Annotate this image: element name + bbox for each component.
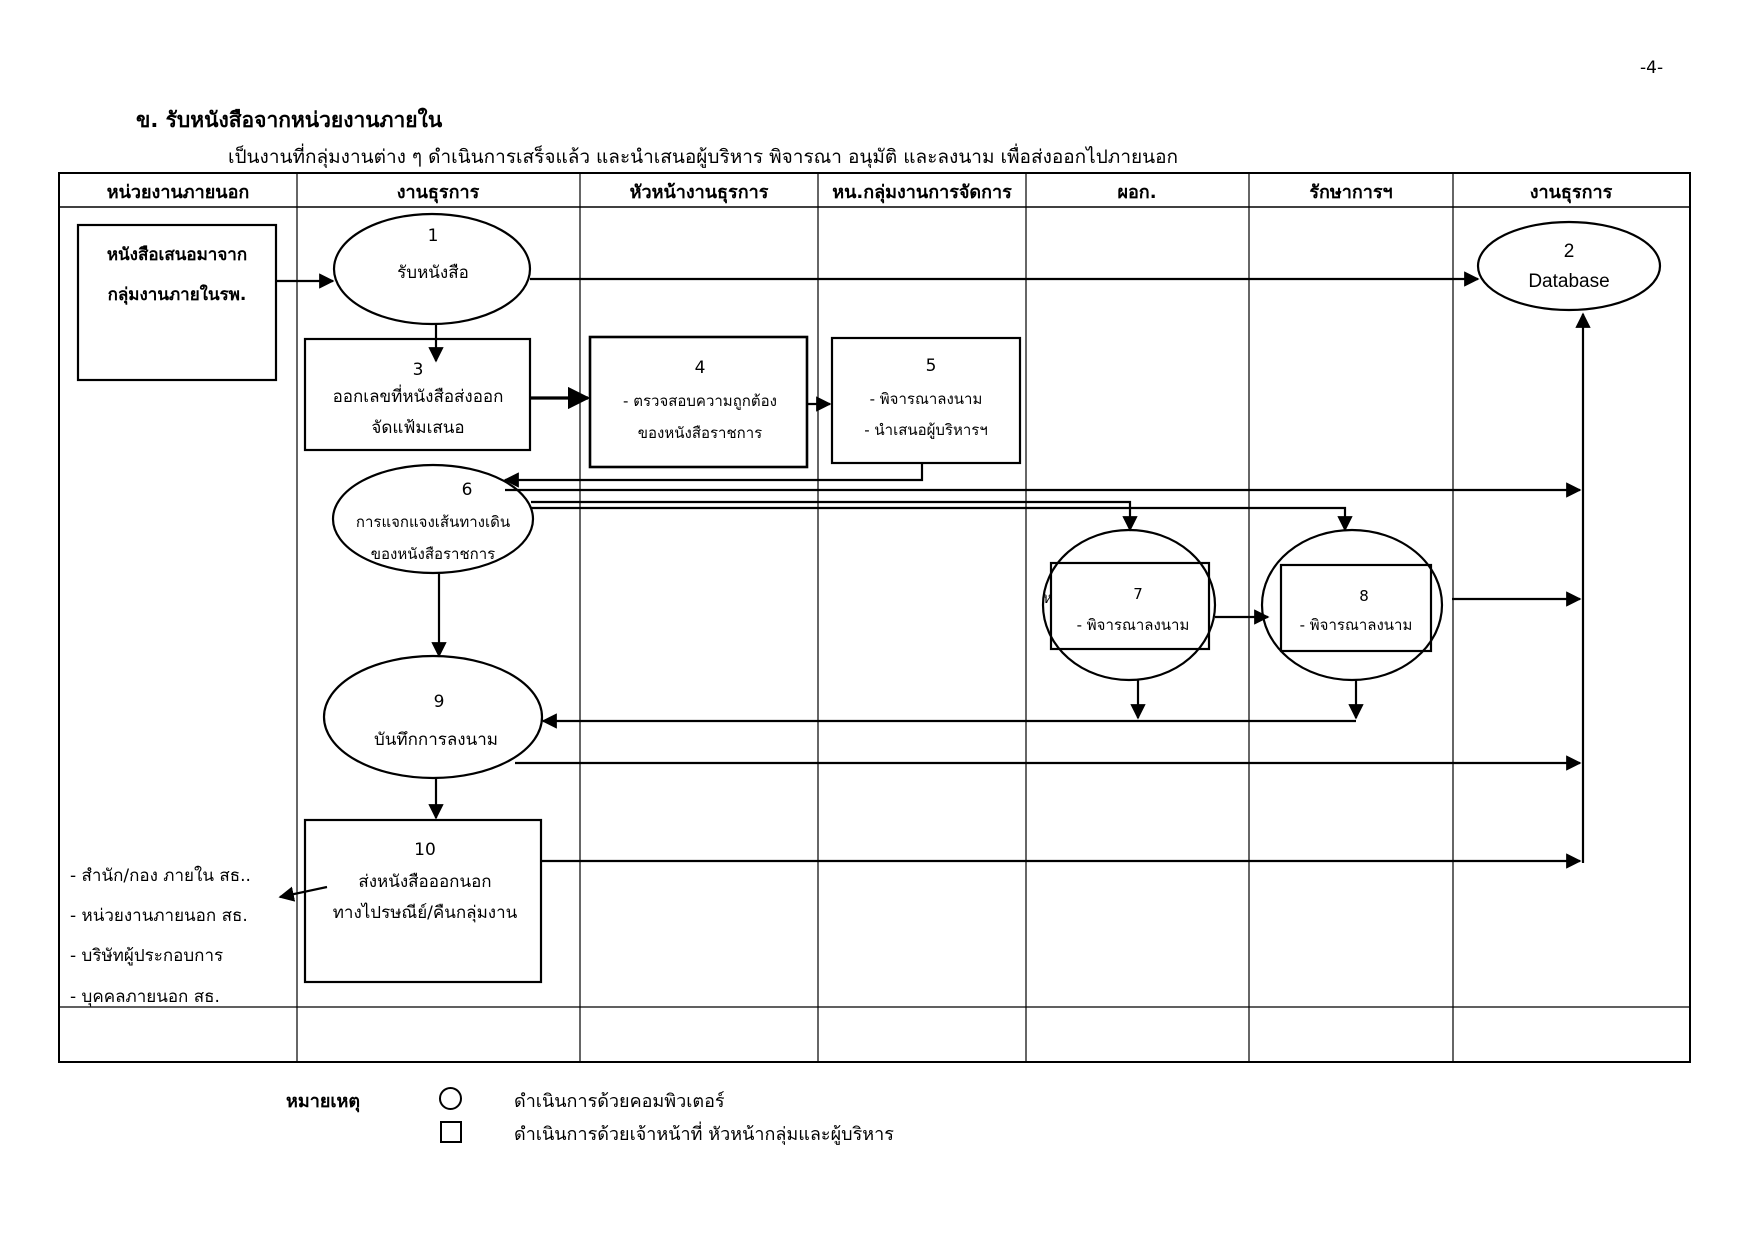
node-10-line1: ส่งหนังสือออกนอก (358, 872, 491, 892)
recipient-item: - หน่วยงานภายนอก สธ. (70, 906, 248, 926)
circle-icon (439, 1087, 462, 1110)
node-10-number: 10 (414, 840, 436, 860)
node-4-line1: - ตรวจสอบความถูกต้อง (623, 392, 777, 410)
lane-header-admin-2: งานธุรการ (1530, 182, 1613, 204)
lane-header-admin-head: หัวหน้างานธุรการ (630, 182, 769, 204)
legend-item-circle: ดำเนินการด้วยคอมพิวเตอร์ (514, 1091, 725, 1112)
recipient-item: - บริษัทผู้ประกอบการ (70, 946, 223, 966)
node-6-line2: ของหนังสือราชการ (371, 545, 495, 563)
node-1-ellipse (332, 212, 532, 326)
section-description: เป็นงานที่กลุ่มงานต่าง ๆ ดำเนินการเสร็จแ… (228, 146, 1179, 168)
legend-item-square: ดำเนินการด้วยเจ้าหน้าที่ หัวหน้ากลุ่มและ… (514, 1124, 894, 1145)
node-6-line1: การแจกแจงเส้นทางเดิน (356, 513, 510, 531)
recipient-item: - บุคคลภายนอก สธ. (70, 987, 220, 1007)
node-2-label: Database (1528, 271, 1609, 292)
node-7-ellipse (1041, 528, 1217, 682)
lane-header-acting: รักษาการฯ (1309, 182, 1392, 203)
node-8-box (1279, 563, 1433, 653)
lane-header-mgmt-head: หน.กลุ่มงานการจัดการ (832, 182, 1012, 204)
node-6-ellipse (331, 463, 535, 575)
node-9-ellipse (322, 654, 544, 780)
node-1-label: รับหนังสือ (397, 263, 469, 283)
recipient-item: - สำนัก/กอง ภายใน สธ.. (70, 865, 251, 886)
source-label-line2: กลุ่มงานภายในรพ. (108, 284, 247, 305)
node-8-label: - พิจารณาลงนาม (1300, 616, 1413, 634)
node-2-number: 2 (1564, 241, 1575, 262)
node-7-number: 7 (1133, 585, 1143, 603)
lane-header-director: ผอก. (1117, 182, 1156, 203)
node-7-label: - พิจารณาลงนาม (1077, 616, 1190, 634)
node-6-number: 6 (462, 480, 473, 500)
page-number: -4- (1640, 58, 1664, 78)
node-8-ellipse (1260, 528, 1444, 682)
node-3-line1: ออกเลขที่หนังสือส่งออก (333, 384, 504, 407)
source-label-line1: หนังสือเสนอมาจาก (107, 244, 247, 265)
lane-header-admin: งานธุรการ (397, 182, 480, 204)
node-5-line2: - นำเสนอผู้บริหารฯ (864, 421, 988, 439)
legend-title: หมายเหตุ (286, 1091, 361, 1112)
node-5-number: 5 (926, 356, 937, 376)
node-5-box (830, 336, 1022, 465)
node-3-line2: จัดแฟ้มเสนอ (371, 418, 464, 438)
node-2-database-ellipse (1476, 220, 1662, 312)
lane-header-external: หน่วยงานภายนอก (107, 182, 250, 203)
node-7-box (1049, 561, 1211, 651)
swimlane-grid (58, 172, 1691, 1063)
section-heading: ข. รับหนังสือจากหน่วยงานภายใน (136, 108, 443, 132)
node-5-line1: - พิจารณาลงนาม (870, 390, 983, 408)
node-10-box (303, 818, 543, 984)
node-4-number: 4 (695, 358, 706, 378)
flow-connectors (276, 271, 1591, 902)
node-10-line2: ทางไปรษณีย์/คืนกลุ่มงาน (333, 902, 518, 923)
node-9-label: บันทึกการลงนาม (374, 730, 498, 750)
node-4-line2: ของหนังสือราชการ (638, 424, 762, 442)
node-8-number: 8 (1359, 587, 1369, 605)
node-1-number: 1 (428, 226, 439, 246)
source-document-box (76, 223, 278, 382)
node-3-box (303, 337, 532, 452)
node-9-number: 9 (434, 692, 445, 712)
square-icon (440, 1121, 462, 1143)
node-7-stray-mark: ห (1043, 589, 1053, 607)
node-3-number: 3 (413, 360, 424, 380)
